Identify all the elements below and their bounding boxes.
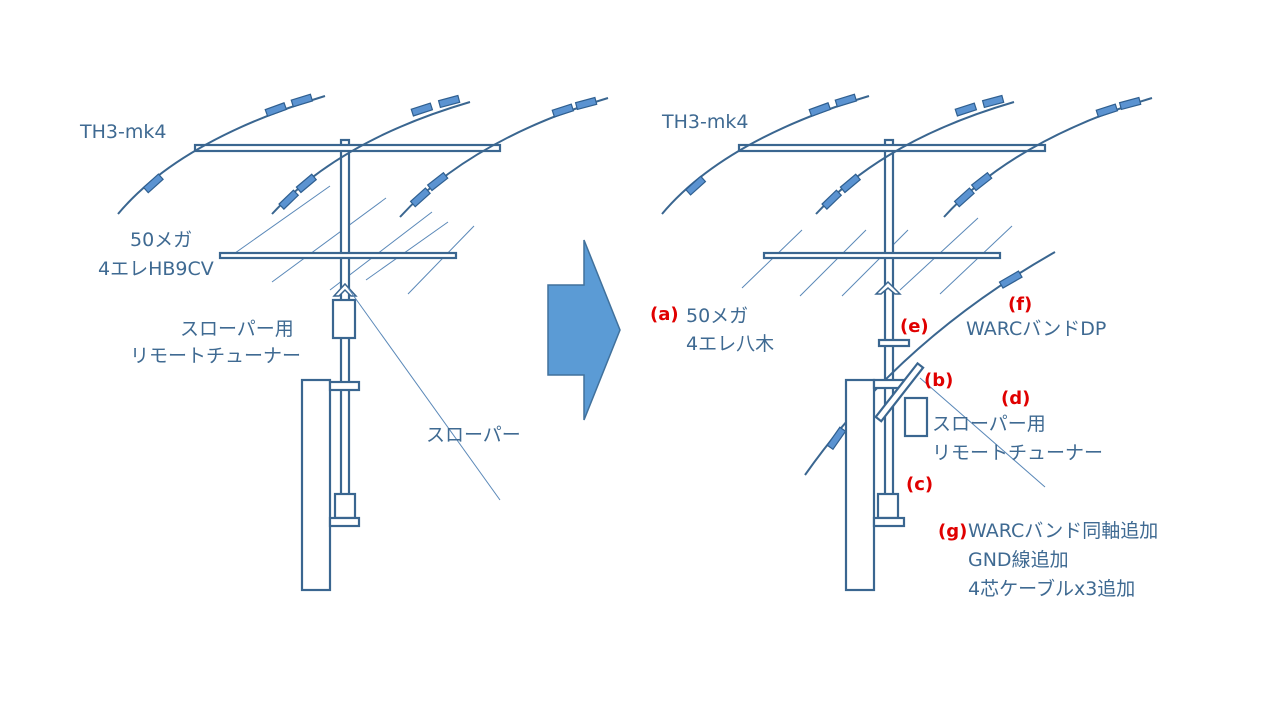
dipole-mount-bracket (877, 338, 911, 348)
six-meter-boom (762, 251, 1002, 260)
remote-tuner-box (903, 396, 929, 438)
th3-elements (661, 93, 1153, 218)
after-six-meter-label-2: 4エレ八木 (686, 333, 774, 355)
sloper-wire (919, 377, 1046, 488)
after-tuner-label-2: リモートチューナー (932, 442, 1103, 464)
before-th3-label: TH3-mk4 (79, 121, 166, 143)
tag-c: (c) (906, 474, 933, 495)
after-diagram: TH3-mk4 (a) 50メガ 4エレ八木 (e) (f) WARCバンドDP… (650, 93, 1158, 600)
transition-arrow (547, 239, 621, 421)
before-tuner-label-1: スローパー用 (180, 318, 294, 340)
tag-g: (g) (938, 521, 967, 542)
note-warc-coax: WARCバンド同軸追加 (968, 520, 1158, 542)
after-six-meter-label-1: 50メガ (686, 305, 748, 327)
mast-bearing-box (876, 492, 900, 520)
sloper-wire (347, 287, 501, 501)
tower-bracket-bottom (328, 516, 361, 528)
rotator-chevron (874, 280, 902, 295)
th3-boom (193, 143, 502, 153)
tag-b: (b) (924, 370, 953, 391)
rotator-chevron (332, 282, 358, 297)
six-meter-boom (218, 251, 458, 260)
before-six-meter-label-2: 4エレHB9CV (98, 258, 214, 280)
tag-e: (e) (900, 316, 929, 337)
tag-a: (a) (650, 304, 679, 325)
after-th3-label: TH3-mk4 (661, 111, 748, 133)
mast-bearing-box (333, 492, 357, 520)
tower-pole (300, 378, 332, 592)
before-six-meter-label-1: 50メガ (130, 229, 192, 251)
tag-d: (d) (1001, 388, 1030, 409)
before-sloper-label: スローパー (426, 424, 521, 446)
before-diagram: TH3-mk4 50メガ 4エレHB9CV スローパー用 リモートチューナー ス… (79, 93, 609, 592)
six-meter-elements (227, 185, 475, 295)
mast (883, 138, 895, 522)
tag-f: (f) (1008, 294, 1032, 315)
note-4-core-cable: 4芯ケーブルx3追加 (968, 577, 1135, 600)
tower-bracket-top (328, 380, 361, 392)
note-gnd-wire: GND線追加 (968, 549, 1069, 571)
before-tuner-label-2: リモートチューナー (130, 345, 301, 367)
th3-elements (117, 93, 609, 218)
after-tuner-label-1: スローパー用 (932, 413, 1046, 435)
sloper-mount-arm (874, 361, 925, 423)
warc-dipole-trap-lower (826, 426, 847, 451)
tower-pole (844, 378, 876, 592)
warc-dipole-trap-upper (998, 270, 1023, 289)
th3-boom (737, 143, 1047, 153)
warc-dp-label: WARCバンドDP (966, 318, 1106, 340)
remote-tuner-box (331, 298, 357, 340)
tower-bracket-bottom (872, 516, 906, 528)
